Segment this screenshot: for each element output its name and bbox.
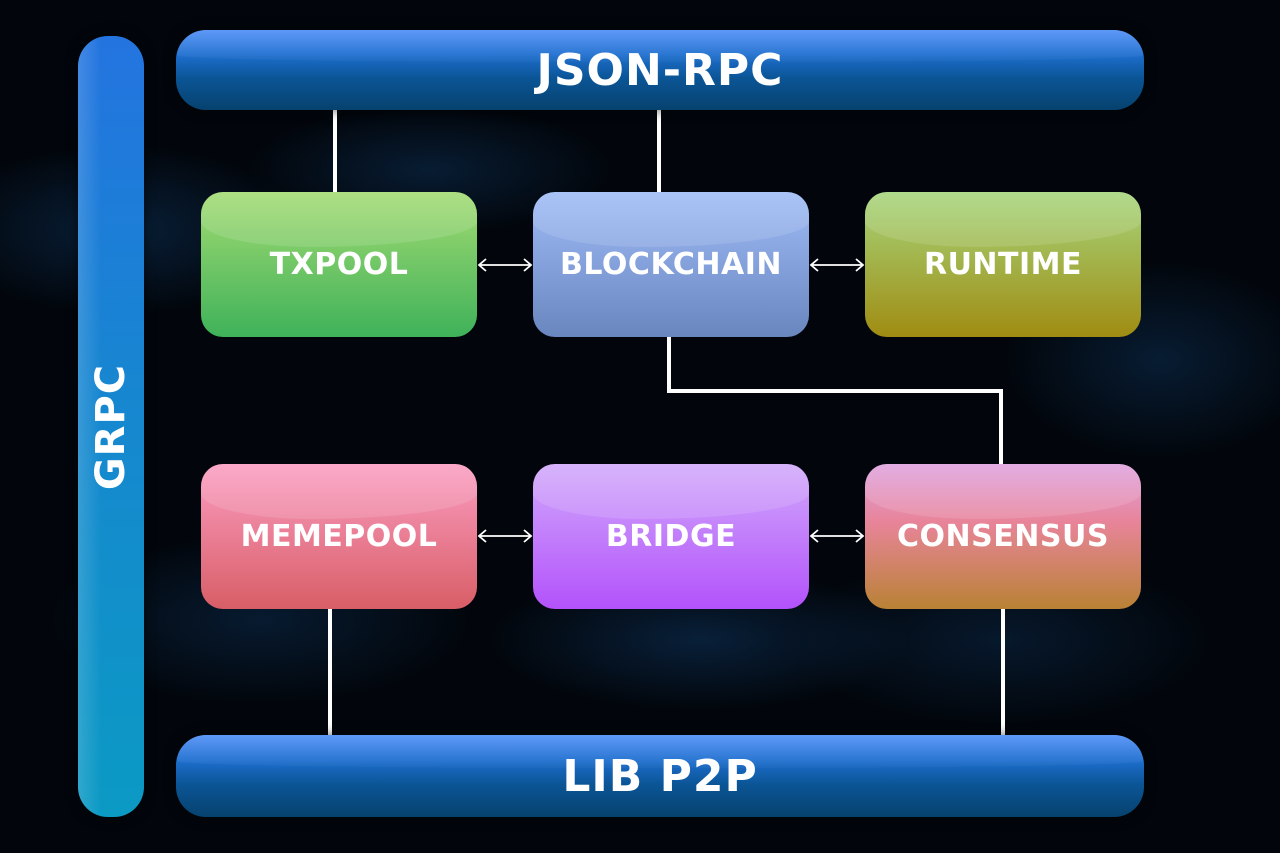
node-runtime-label: RUNTIME <box>923 247 1083 282</box>
grpc-label: GRPC <box>88 363 134 490</box>
node-txpool-label: TXPOOL <box>269 247 409 282</box>
lib-p2p-bar: LIB P2P <box>176 735 1144 817</box>
connector-jsonrpc-blockchain <box>657 110 661 194</box>
node-blockchain-label: BLOCKCHAIN <box>560 247 782 282</box>
json-rpc-label: JSON-RPC <box>536 44 784 96</box>
arrow-bridge-consensus <box>809 529 865 543</box>
connector-consensus-libp2p <box>1001 606 1005 738</box>
lib-p2p-label: LIB P2P <box>562 750 758 802</box>
connector-blockchain-consensus-up <box>999 389 1003 466</box>
arrow-txpool-blockchain <box>477 258 533 272</box>
arrow-memepool-bridge <box>477 529 533 543</box>
connector-jsonrpc-txpool <box>333 110 337 194</box>
node-bridge: BRIDGE <box>533 464 809 609</box>
node-txpool: TXPOOL <box>201 192 477 337</box>
connector-blockchain-consensus-horizontal <box>667 389 1003 393</box>
node-memepool: MEMEPOOL <box>201 464 477 609</box>
node-consensus-label: CONSENSUS <box>897 519 1109 554</box>
arrow-blockchain-runtime <box>809 258 865 272</box>
node-runtime: RUNTIME <box>865 192 1141 337</box>
connector-memepool-libp2p <box>328 606 332 738</box>
node-consensus: CONSENSUS <box>865 464 1141 609</box>
json-rpc-bar: JSON-RPC <box>176 30 1144 110</box>
node-memepool-label: MEMEPOOL <box>240 519 438 554</box>
node-bridge-label: BRIDGE <box>605 519 737 554</box>
grpc-bar: GRPC <box>78 36 144 817</box>
node-blockchain: BLOCKCHAIN <box>533 192 809 337</box>
connector-blockchain-consensus-down <box>667 335 671 393</box>
